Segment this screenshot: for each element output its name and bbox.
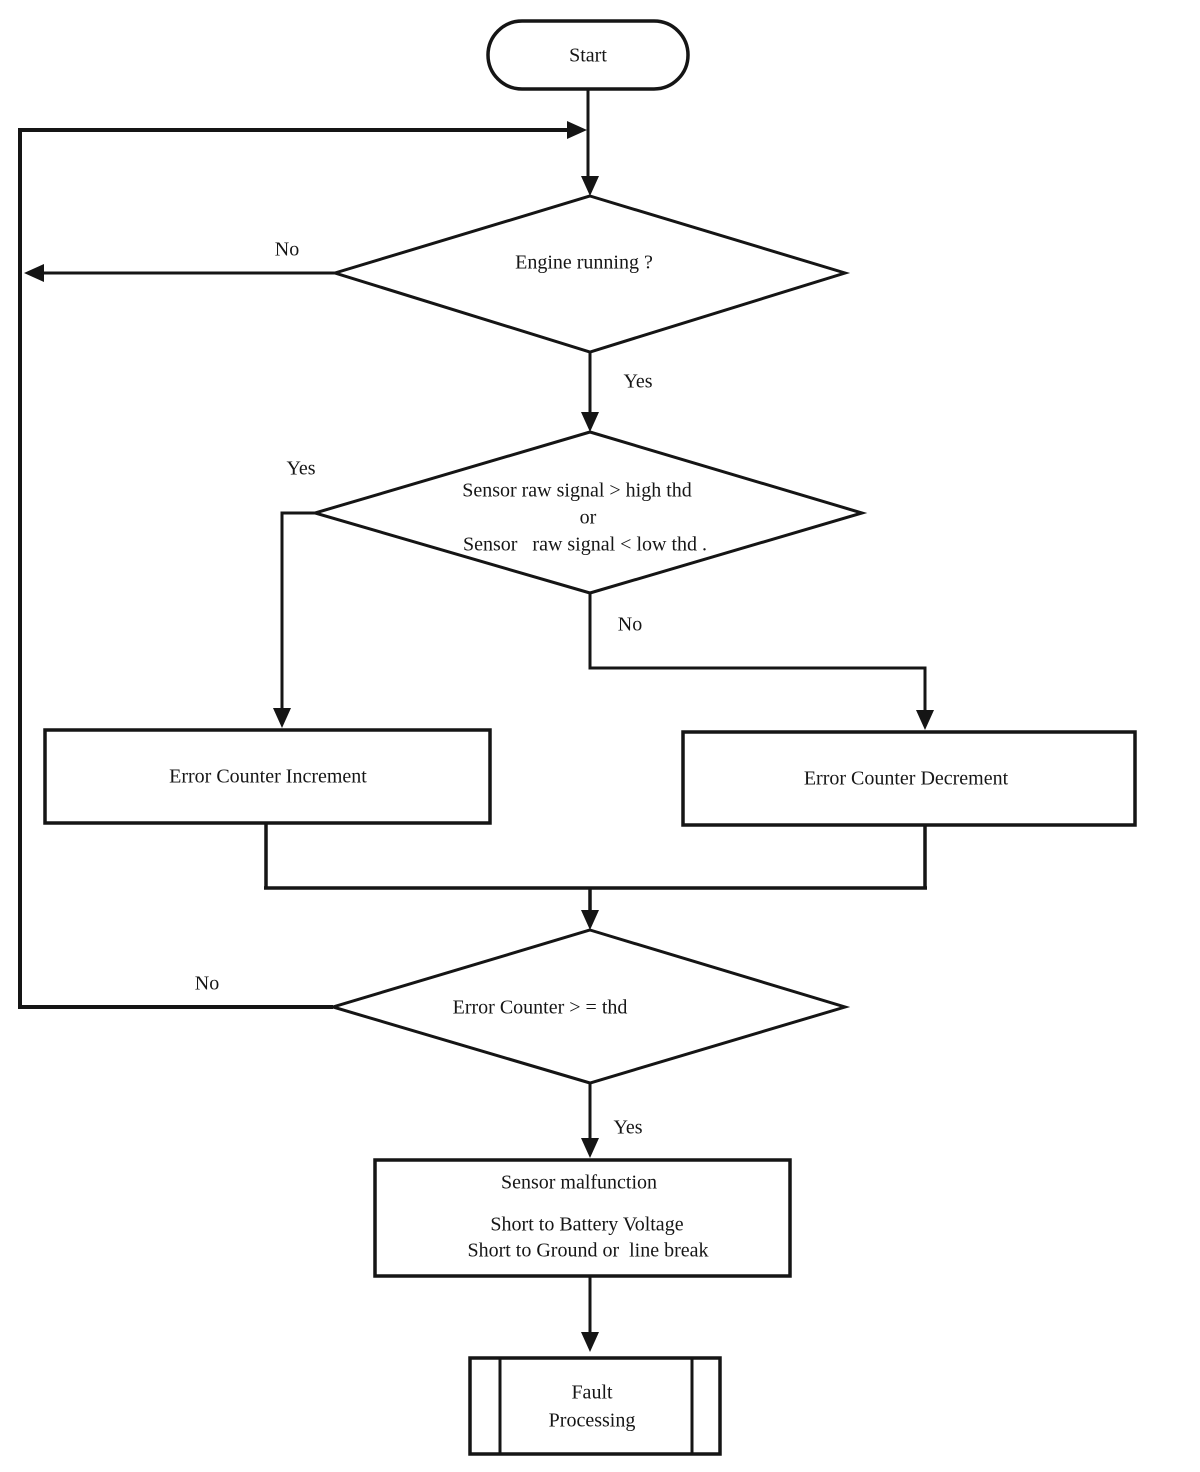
arrowhead-into-sensor-decision [581,412,599,432]
arrowhead-engine-no [24,264,44,282]
sensor-malfunction-shape [373,1158,792,1278]
sensor-threshold-label-line3: Sensor raw signal < low thd . [462,533,708,556]
sensor-malfunction-label-line1: Sensor malfunction [500,1171,658,1194]
engine-no-label: No [274,238,300,261]
fault-processing-shape [468,1356,722,1456]
error-counter-increment-label: Error Counter Increment [169,765,367,788]
flowchart-arrowheads [24,121,934,1352]
engine-yes-label: Yes [623,370,653,393]
arrowhead-into-engine [581,176,599,196]
fault-processing-label-line2: Processing [548,1409,636,1432]
arrowhead-into-threshold-decision [581,910,599,930]
edge-merge-to-threshold [264,823,927,912]
arrowhead-loop-junction [567,121,587,139]
sensor-yes-label: Yes [286,457,316,480]
counter-no-label: No [194,972,220,995]
edge-sensor-no [588,593,927,712]
flowchart-lines [18,19,1137,1456]
start-node-label: Start [569,44,607,67]
arrowhead-into-decrement [916,710,934,730]
arrowhead-into-malfunction [581,1138,599,1158]
arrowhead-into-fault [581,1332,599,1352]
arrowhead-into-increment [273,708,291,728]
error-counter-threshold-label: Error Counter > = thd [452,996,628,1019]
sensor-threshold-label-line1: Sensor raw signal > high thd [462,479,692,502]
counter-yes-label: Yes [613,1116,643,1139]
fault-processing-side-bars [498,1358,694,1454]
edge-feedback-loop [18,128,569,1009]
fault-processing-label-line1: Fault [571,1381,613,1404]
sensor-malfunction-label-line3: Short to Ground or line break [467,1239,709,1262]
sensor-threshold-label-line2: or [579,506,597,529]
sensor-malfunction-label-line2: Short to Battery Voltage [490,1213,684,1236]
sensor-no-label: No [617,613,643,636]
engine-running-label: Engine running ? [515,251,653,274]
error-counter-decrement-shape [681,730,1137,827]
edge-sensor-yes [280,511,315,710]
error-counter-decrement-label: Error Counter Decrement [803,767,1009,790]
